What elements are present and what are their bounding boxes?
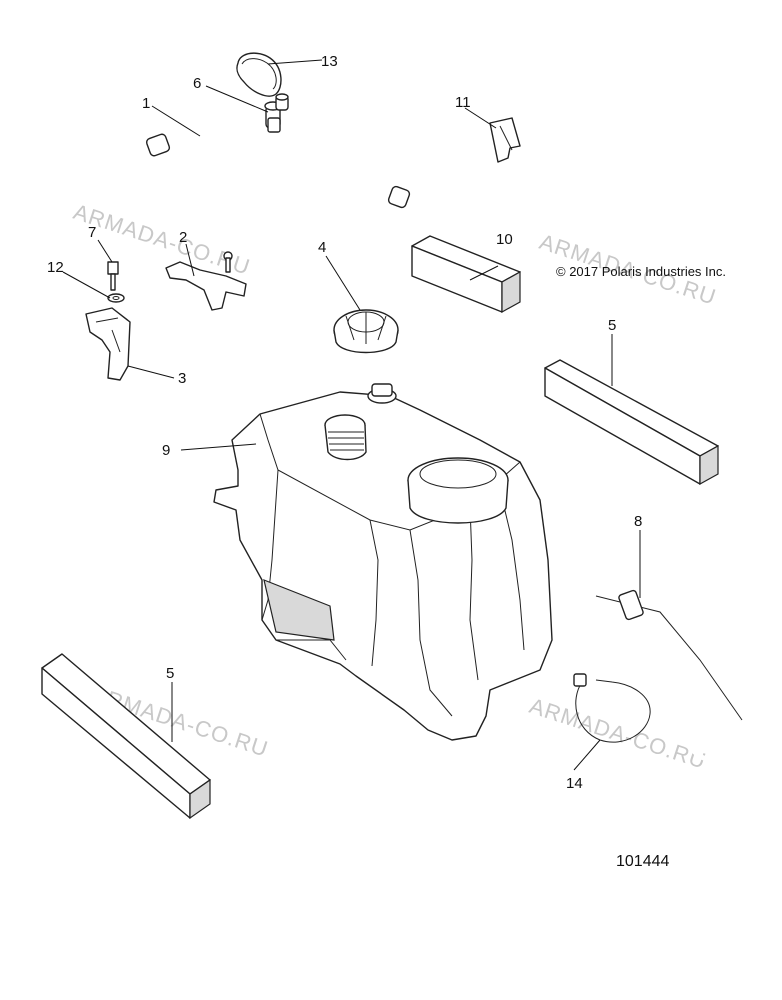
callout-10: 10 [496, 231, 513, 248]
callout-13: 13 [321, 53, 338, 70]
part-3-bracket [85, 307, 131, 381]
diagram-number: 101444 [616, 853, 669, 870]
callout-8: 8 [634, 513, 642, 530]
callout-7: 7 [88, 224, 96, 241]
part-9-fuel-tank [213, 383, 553, 741]
callout-12: 12 [47, 259, 64, 276]
part-5-foam-pad-lower [41, 653, 211, 820]
part-8-strap [595, 589, 743, 762]
callout-6: 6 [193, 75, 201, 92]
callout-5: 5 [166, 665, 174, 682]
callout-1: 1 [142, 95, 150, 112]
part-2-bracket [165, 251, 247, 311]
copyright-notice: © 2017 Polaris Industries Inc. [556, 264, 726, 279]
callout-11: 11 [455, 94, 471, 111]
callout-4: 4 [318, 239, 326, 256]
part-5-foam-pad-upper [544, 359, 719, 486]
leader-lines [62, 59, 641, 771]
part-4-fuel-cap [333, 309, 399, 354]
part-14-hose-clamp [573, 673, 651, 743]
callout-3: 3 [178, 370, 186, 387]
part-12-washer [107, 293, 125, 303]
callout-14: 14 [566, 775, 583, 792]
callout-5: 5 [608, 317, 616, 334]
part-11-clip [489, 117, 521, 163]
part-1-vent-hose [145, 111, 411, 209]
part-10-foam-pad [411, 235, 521, 314]
callout-9: 9 [162, 442, 170, 459]
callout-2: 2 [179, 229, 187, 246]
part-7-bolt [107, 261, 119, 291]
callouts: 13 6 1 11 7 2 10 4 12 5 3 9 8 5 14 [47, 53, 642, 792]
part-13-o-ring [236, 52, 282, 97]
